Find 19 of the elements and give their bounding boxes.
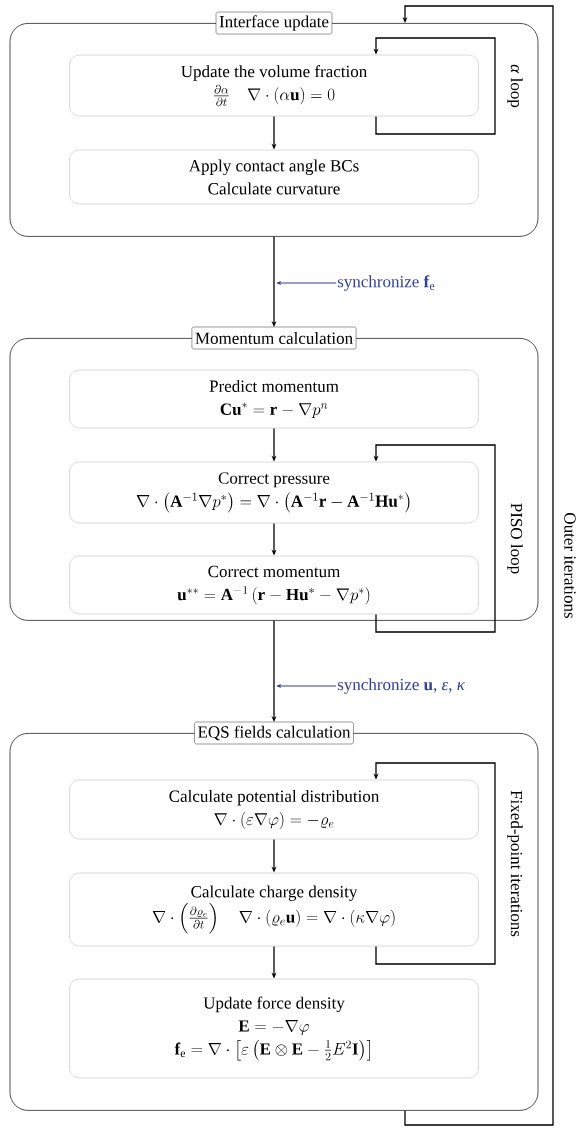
group-title: Momentum calculation — [191, 326, 357, 350]
process-box: Predict momentum $\mathbf{Cu}^{*}=\mathbf{r}-\nabla p^{n}$ — [69, 369, 479, 429]
loop-label: Fixed-point iterations — [506, 789, 524, 938]
process-box: Update force density $\mathbf{E}=-\nabla\varphi$ $\mathbf{f}_{\mathrm{e}}=\nabla\cdot\left[\varepsilon\left(\mathbf{E}\otimes\mathbf{E}-\tfrac{1}{2}E^{2}\mathbf{I}\right)\right]$ — [69, 978, 479, 1079]
loop-label: α loop — [506, 63, 524, 109]
group-title: EQS fields calculation — [194, 721, 354, 745]
group-title: Interface update — [215, 11, 333, 35]
sync-arrow — [276, 684, 337, 688]
process-box: Calculate charge density $\nabla\cdot\left(\frac{\partial\varrho_{e}}{\partial t}\right)\quad\nabla\cdot(\varrho_{e}\mathbf{u})=\nabla\cdot(\kappa\nabla\varphi)$ — [69, 872, 479, 947]
loop-label: Outer iterations — [563, 511, 577, 620]
sync-arrow — [276, 281, 337, 285]
process-box: Calculate potential distribution $\nabla\cdot(\varepsilon\nabla\varphi)=-\varrho_{e}$ — [69, 779, 479, 840]
sync-note: synchronize f$_{e}$ — [337, 275, 435, 291]
process-box: Apply contact angle BCs Calculate curvature — [69, 149, 479, 205]
process-box: Update the volume fraction $\frac{\partial\alpha}{\partial t}\quad\nabla\cdot(\alpha\mathbf{u})=0$ — [69, 54, 479, 117]
process-box: Correct pressure $\nabla\cdot\left(\mathbf{A}^{-1}\nabla p^{*}\right)=\nabla\cdot\left(\mathbf{A}^{-1}\mathbf{r}-\mathbf{A}^{-1}\mathbf{Hu}^{*}\right)$ — [69, 461, 479, 524]
process-box: Correct momentum $\mathbf{u}^{**}=\mathbf{A}^{-1}\left(\mathbf{r}-\mathbf{Hu}^{*}-\nabla p^{*}\right)$ — [69, 555, 479, 615]
sync-note: synchronize u, ε, κ — [337, 678, 466, 694]
loop-label: PISO loop — [506, 501, 524, 576]
